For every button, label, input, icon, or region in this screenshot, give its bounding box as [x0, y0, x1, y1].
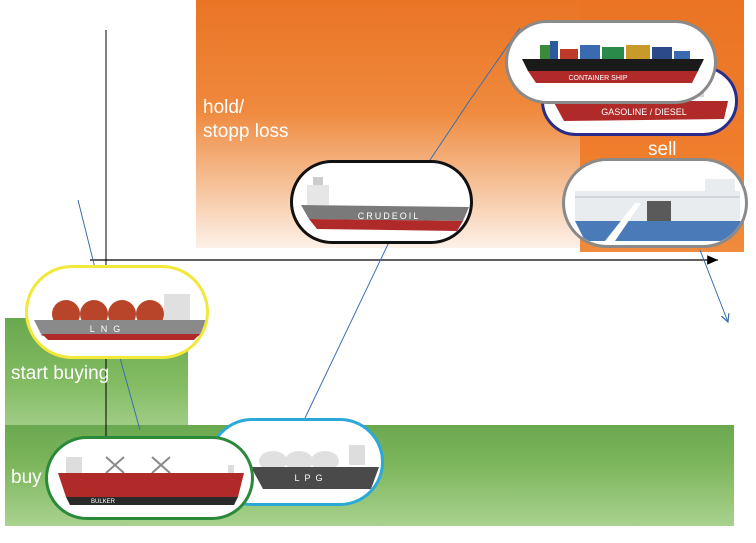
lng-carrier-icon: LNG: [34, 294, 206, 340]
crude-oil-tanker-bubble: CRUDEOIL: [290, 160, 473, 244]
start-buying-label: start buying: [11, 363, 110, 384]
lpg-carrier-icon: LPG: [251, 445, 379, 489]
lpg-ship-name: LPG: [294, 473, 327, 483]
lng-carrier-bubble: LNG: [25, 265, 209, 359]
container-ship-bubble: CONTAINER SHIP: [505, 20, 717, 104]
container-ship-icon: CONTAINER SHIP: [522, 41, 704, 83]
bulker-icon: BULKER: [58, 456, 244, 505]
sell-label: sell: [648, 139, 677, 160]
container-ship-name: CONTAINER SHIP: [569, 75, 628, 82]
bulker-ship-name: BULKER: [91, 499, 116, 505]
bulker-bubble: BULKER: [45, 436, 254, 520]
hold-stop-loss-label: hold/ stopp loss: [203, 97, 289, 142]
vehicle-carrier-bubble: [562, 158, 748, 248]
vehicle-carrier-icon: [575, 179, 743, 241]
buy-label: buy: [11, 467, 42, 488]
crude-oil-tanker-icon: CRUDEOIL: [301, 177, 469, 231]
lng-ship-name: LNG: [90, 324, 127, 334]
gasoline-ship-name: GASOLINE / DIESEL: [601, 107, 687, 117]
crude-ship-name: CRUDEOIL: [358, 211, 421, 221]
